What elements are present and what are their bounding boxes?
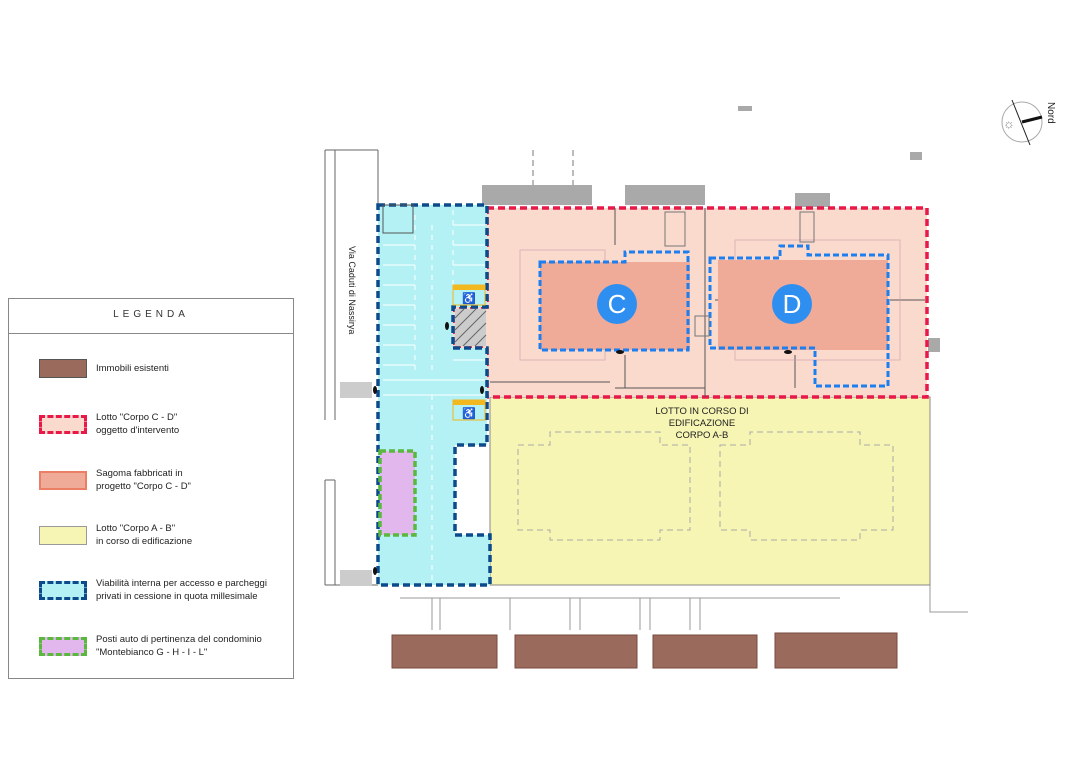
stairs xyxy=(664,211,815,337)
legend-item-road: Viabilità interna per accesso e parchegg… xyxy=(39,577,267,603)
legend-swatch xyxy=(39,580,87,600)
crosswalk xyxy=(340,382,372,586)
legend-label: Lotto "Corpo A - B" in corso di edificaz… xyxy=(96,523,193,547)
boundary-line xyxy=(532,150,574,185)
legend-swatch xyxy=(39,636,87,656)
legend-swatch xyxy=(39,525,87,545)
entrance-markers xyxy=(373,322,792,575)
parking-lines xyxy=(383,210,485,580)
legend-swatch xyxy=(39,414,87,434)
legend-item-lot-cd: Lotto "Corpo C - D" oggetto d'intervento xyxy=(39,411,179,437)
building-c-label: C xyxy=(608,289,627,319)
building-c-marker xyxy=(597,284,637,324)
wheelchair-icon: ♿ xyxy=(462,407,476,420)
fences xyxy=(400,585,968,630)
street xyxy=(324,149,379,586)
legend-label: Lotto "Corpo C - D" oggetto d'intervento xyxy=(96,412,180,436)
legend-label: Posti auto di pertinenza del condominio … xyxy=(96,634,262,658)
legend-item-buildings-cd: Sagoma fabbricati in progetto "Corpo C -… xyxy=(39,467,191,493)
legend-title: LEGENDA xyxy=(9,299,293,334)
existing-buildings xyxy=(391,632,898,669)
north-label: Nord xyxy=(1045,102,1056,124)
lot-ab-label: LOTTO IN CORSO DI EDIFICAZIONE CORPO A-B xyxy=(655,406,749,441)
building-d-label: D xyxy=(783,289,802,319)
planned-buildings-a-b xyxy=(517,431,894,541)
utility-box xyxy=(382,204,414,234)
hatch xyxy=(454,308,487,347)
legend-label: Sagoma fabbricati in progetto "Corpo C -… xyxy=(96,468,191,492)
north-compass: ☼ Nord xyxy=(1001,99,1056,146)
legend-label: Immobili esistenti xyxy=(96,363,169,374)
wheelchair-icon: ♿ xyxy=(462,292,476,305)
legend-item-existing: Immobili esistenti xyxy=(39,359,169,378)
legend-label: Viabilità interna per accesso e parchegg… xyxy=(96,578,267,602)
legend-swatch xyxy=(39,470,87,490)
building-d-marker xyxy=(772,284,812,324)
accessible-parking: ♿ ♿ xyxy=(452,284,486,421)
lot-corpo-a-b xyxy=(489,396,931,586)
street-name: Via Caduti di Nassirya xyxy=(347,246,357,334)
condominium-parking xyxy=(378,449,417,537)
neighbor-buildings xyxy=(482,106,940,352)
legend-swatch xyxy=(39,359,87,378)
building-outline xyxy=(538,244,890,388)
legend-item-lot-ab: Lotto "Corpo A - B" in corso di edificaz… xyxy=(39,522,192,548)
sun-icon: ☼ xyxy=(1003,116,1015,131)
legend: LEGENDA Immobili esistenti Lotto "Corpo … xyxy=(8,298,294,679)
legend-item-parking: Posti auto di pertinenza del condominio … xyxy=(39,633,262,659)
